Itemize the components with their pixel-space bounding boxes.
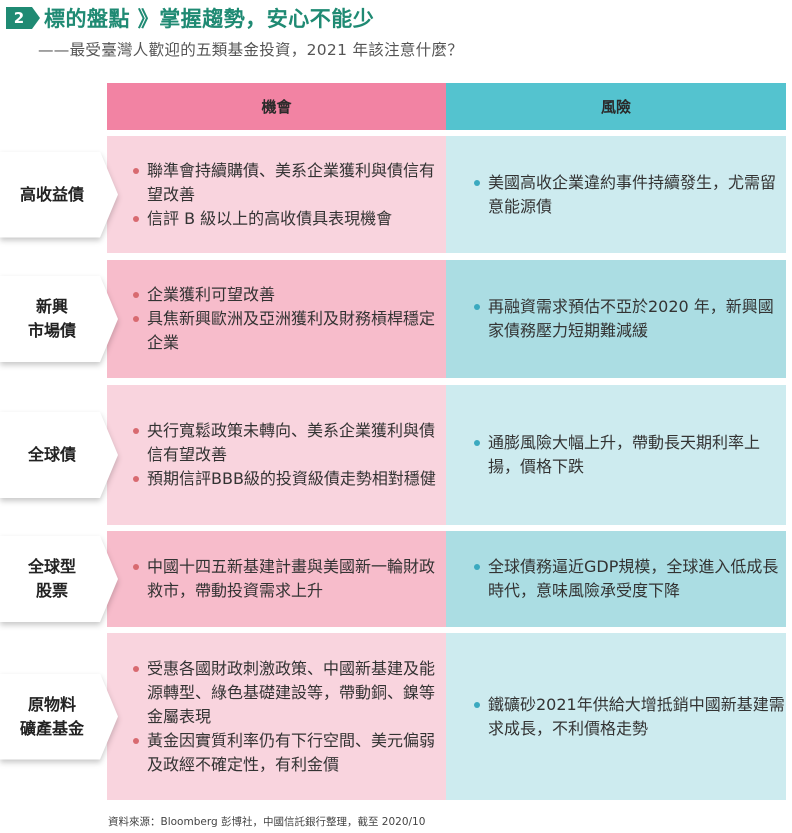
opportunity-item: 信評 B 級以上的高收債具表現機會 [133,207,446,231]
bullet-dot-icon [133,316,139,322]
opportunity-item: 預期信評BBB級的投資級債走勢相對穩健 [133,467,446,491]
table-row-global-equity: 中國十四五新基建計畫與美國新一輪財政救市，帶動投資需求上升 全球債務逼近GDP規… [0,531,792,627]
row-label: 新興 市場債 [27,297,76,340]
column-header-risk: 風險 [446,83,786,130]
risk-item: 再融資需求預估不亞於2020 年，新興國家債務壓力短期難減緩 [474,295,786,343]
opportunity-item: 中國十四五新基建計畫與美國新一輪財政救市，帶動投資需求上升 [133,555,446,603]
row-label-tab: 新興 市場債 [0,276,118,362]
opportunity-item: 聯準會持續購債、美系企業獲利與債信有望改善 [133,159,446,207]
bullet-dot-icon [133,665,139,672]
bullet-dot-icon [133,167,139,174]
column-header-opportunity: 機會 [107,83,446,130]
bullet-dot-icon [474,701,480,708]
arrow-tab-shape [0,412,118,498]
bullet-dot-icon [133,428,139,434]
risk-cell: 鐵礦砂2021年供給大增抵銷中國新基建需求成長，不利價格走勢 [446,633,786,800]
bullet-dot-icon [133,564,139,570]
opportunity-cell: 受惠各國財政刺激政策、中國新基建及能源轉型、綠色基礎建設等，帶動銅、鎳等金屬表現… [107,633,446,800]
row-label: 高收益債 [19,184,84,204]
arrow-tab-shape [0,536,118,622]
risk-cell: 再融資需求預估不亞於2020 年，新興國家債務壓力短期難減緩 [446,260,786,378]
opportunity-item: 央行寬鬆政策未轉向、美系企業獲利與債信有望改善 [133,419,446,467]
page-title: 標的盤點 》掌握趨勢，安心不能少 [44,7,375,31]
row-label-tab: 高收益債 [0,151,118,238]
risk-cell: 通膨風險大幅上升，帶動長天期利率上揚，價格下跌 [446,385,786,525]
opportunity-item: 受惠各國財政刺激政策、中國新基建及能源轉型、綠色基礎建設等，帶動銅、鎳等金屬表現 [133,657,446,729]
opportunity-cell: 央行寬鬆政策未轉向、美系企業獲利與債信有望改善 預期信評BBB級的投資級債走勢相… [107,385,446,525]
bullet-dot-icon [474,304,480,310]
bullet-dot-icon [133,737,139,744]
opportunity-item: 黃金因實質利率仍有下行空間、美元偏弱及政經不確定性，有利金價 [133,729,446,777]
risk-cell: 美國高收企業違約事件持續發生，尤需留意能源債 [446,136,786,253]
opportunity-cell: 企業獲利可望改善 具焦新興歐洲及亞洲獲利及財務槓桿穩定企業 [107,260,446,378]
row-label: 全球型 股票 [27,557,76,600]
opportunity-cell: 聯準會持續購債、美系企業獲利與債信有望改善 信評 B 級以上的高收債具表現機會 [107,136,446,253]
risk-item: 美國高收企業違約事件持續發生，尤需留意能源債 [474,171,786,219]
opportunity-cell: 中國十四五新基建計畫與美國新一輪財政救市，帶動投資需求上升 [107,531,446,627]
table-row-global-bond: 央行寬鬆政策未轉向、美系企業獲利與債信有望改善 預期信評BBB級的投資級債走勢相… [0,385,792,525]
table-row-commodities-fund: 受惠各國財政刺激政策、中國新基建及能源轉型、綠色基礎建設等，帶動銅、鎳等金屬表現… [0,633,792,800]
arrow-tab-shape [0,276,118,362]
row-label: 原物料 礦產基金 [19,694,84,738]
risk-cell: 全球債務逼近GDP規模，全球進入低成長時代，意味風險承受度下降 [446,531,786,627]
risk-item: 全球債務逼近GDP規模，全球進入低成長時代，意味風險承受度下降 [474,555,786,603]
arrow-tab-shape [0,151,118,238]
bullet-dot-icon [474,564,480,570]
opportunity-item: 企業獲利可望改善 [133,283,446,307]
risk-item: 鐵礦砂2021年供給大增抵銷中國新基建需求成長，不利價格走勢 [474,693,786,741]
arrow-tab-shape [0,673,118,760]
section-number-badge: 2 [6,7,40,29]
opportunity-item: 具焦新興歐洲及亞洲獲利及財務槓桿穩定企業 [133,307,446,355]
page-subtitle: ——最受臺灣人歡迎的五類基金投資，2021 年該注意什麼？ [38,41,464,59]
table-row-emerging-market-debt: 企業獲利可望改善 具焦新興歐洲及亞洲獲利及財務槓桿穩定企業 再融資需求預估不亞於… [0,260,792,378]
table-row-high-yield: 聯準會持續購債、美系企業獲利與債信有望改善 信評 B 級以上的高收債具表現機會 … [0,136,792,253]
row-label-tab: 全球債 [0,412,118,498]
bullet-dot-icon [133,476,139,482]
row-label-tab: 全球型 股票 [0,536,118,622]
source-footnote: 資料來源：Bloomberg 彭博社，中國信託銀行整理，截至 2020/10 [108,816,426,828]
section-title: 2 標的盤點 》掌握趨勢，安心不能少 [6,4,374,32]
risk-item: 通膨風險大幅上升，帶動長天期利率上揚，價格下跌 [474,431,786,479]
bullet-dot-icon [133,292,139,298]
bullet-dot-icon [474,179,480,186]
bullet-dot-icon [474,440,480,446]
row-label: 全球債 [27,445,76,464]
bullet-dot-icon [133,215,139,222]
row-label-tab: 原物料 礦產基金 [0,673,118,760]
